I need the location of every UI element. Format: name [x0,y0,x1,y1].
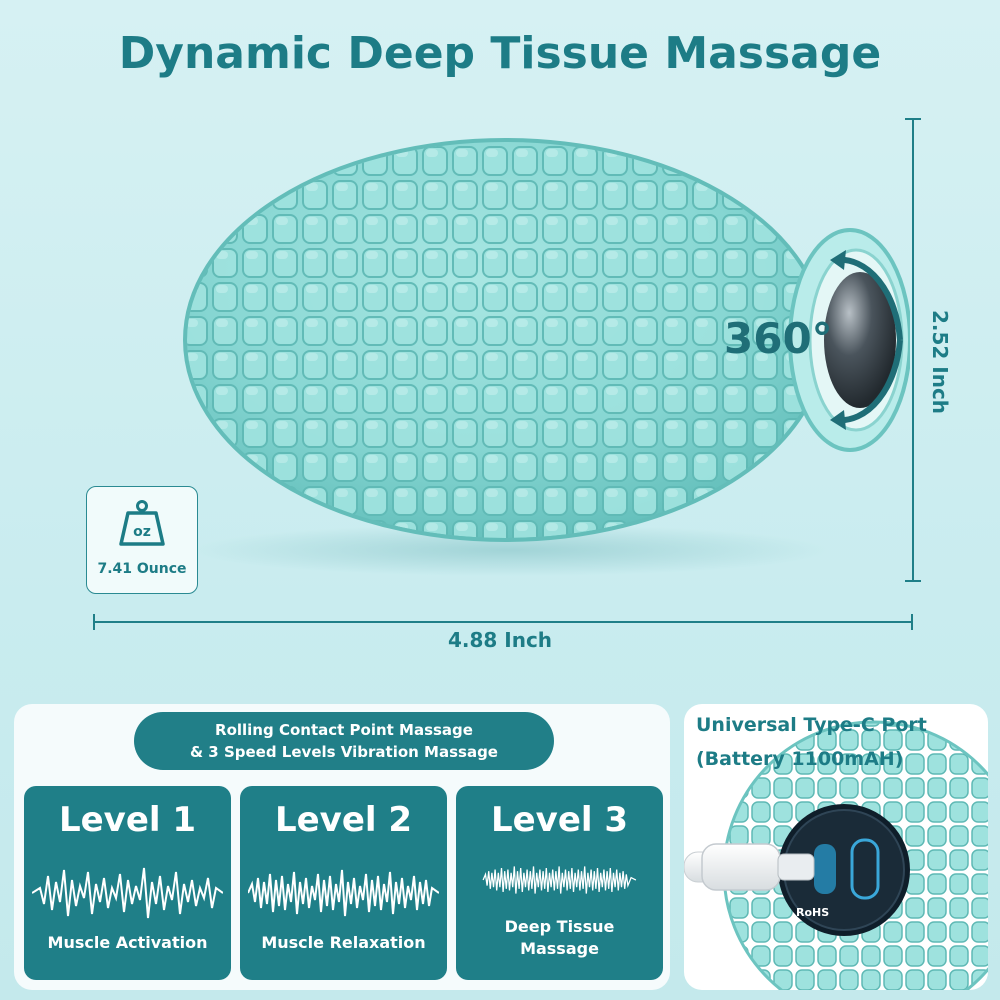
height-dimension-line [905,118,921,582]
level-3-description-line-1: Deep Tissue [504,917,615,936]
waveform-icon [482,866,637,894]
features-pill: Rolling Contact Point Massage & 3 Speed … [134,712,554,770]
type-c-port-panel: RoHS Universal Type-C Port (Battery 1100… [684,704,988,990]
level-3-title: Level 3 [490,800,629,840]
height-label: 2.52 Inch [928,309,952,415]
level-2-card: Level 2 Muscle Relaxation [240,786,447,980]
level-3-description-line-2: Massage [520,939,599,958]
weight-badge: oz 7.41 Ounce [86,486,198,594]
rotation-label: 360° [724,314,833,363]
level-1-description: Muscle Activation [47,933,208,952]
features-line-2: & 3 Speed Levels Vibration Massage [190,743,498,761]
type-c-port-image: RoHS [684,720,988,990]
weight-icon: oz [119,500,165,546]
level-3-description: Deep Tissue Massage [456,916,663,960]
massage-ball-image [183,138,910,576]
level-2-title: Level 2 [274,800,413,840]
waveform-icon [32,867,223,919]
port-title-line-1: Universal Type-C Port [696,714,927,736]
level-1-title: Level 1 [58,800,197,840]
waveform-icon [248,869,439,917]
page-title: Dynamic Deep Tissue Massage [118,28,882,79]
weight-label: 7.41 Ounce [97,561,187,577]
level-3-card: Level 3 Deep Tissue Massage [456,786,663,980]
width-dimension-line [93,614,913,630]
weight-unit-text: oz [133,524,151,540]
port-title-line-2: (Battery 1100mAH) [696,748,904,770]
width-label: 4.88 Inch [447,628,553,652]
rohs-text: RoHS [796,906,829,919]
level-2-description: Muscle Relaxation [261,933,426,952]
features-line-1: Rolling Contact Point Massage [215,721,473,739]
level-1-card: Level 1 Muscle Activation [24,786,231,980]
